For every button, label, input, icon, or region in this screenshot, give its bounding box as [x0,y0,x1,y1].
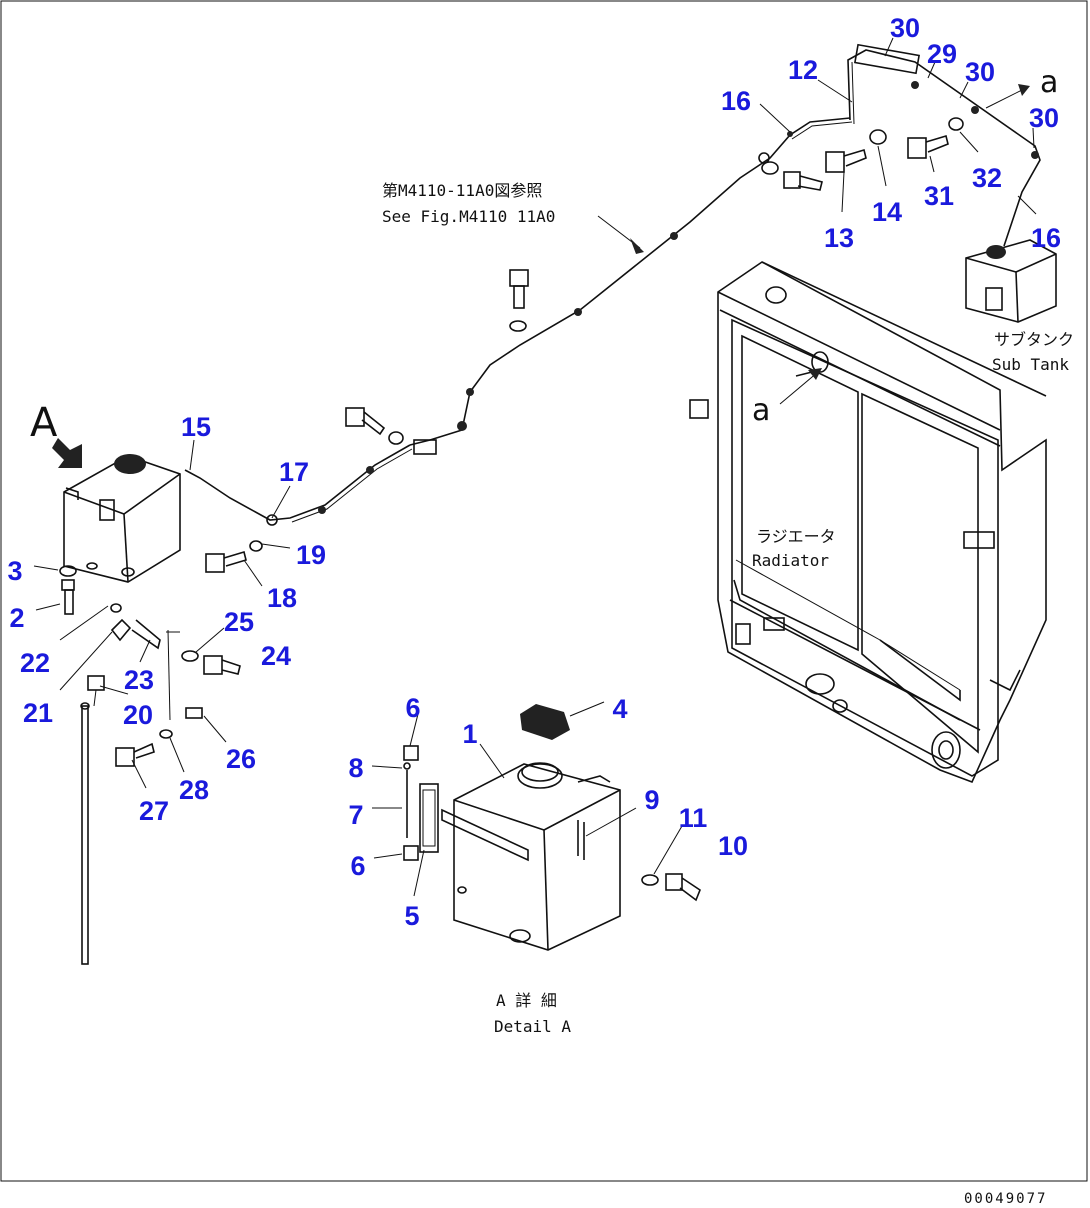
callout-c4: 4 [612,694,627,724]
callout-c14: 14 [872,197,902,227]
callout-group: 3029303012161413313216151719183222232524… [7,13,1061,931]
callout-c25: 25 [224,607,254,637]
ref-note-jp: 第M4110-11A0図参照 [382,181,542,200]
ref-note-en: See Fig.M4110 11A0 [382,207,555,226]
callout-c29: 29 [927,39,957,69]
callout-c9: 9 [644,785,659,815]
callout-c21: 21 [23,698,53,728]
callout-c16b: 16 [1031,223,1061,253]
detail-label-jp: A 詳 細 [496,991,557,1010]
callout-c2: 2 [9,603,24,633]
callout-c17: 17 [279,457,309,487]
callout-c6b: 6 [350,851,365,881]
callout-c30a: 30 [890,13,920,43]
view-a-arrow [52,438,82,468]
callout-c30c: 30 [1029,103,1059,133]
callout-c19: 19 [296,540,326,570]
mark-a-radiator: a [752,393,770,428]
callout-c27: 27 [139,796,169,826]
callout-c16a: 16 [721,86,751,116]
radiator-cap [520,704,570,740]
callout-c32: 32 [972,163,1002,193]
callout-c1: 1 [462,719,477,749]
callout-c23: 23 [124,665,154,695]
callout-c8: 8 [348,753,363,783]
callout-c6a: 6 [405,693,420,723]
callout-c5: 5 [404,901,419,931]
detail-label-en: Detail A [494,1017,571,1036]
callout-c13: 13 [824,223,854,253]
left-fittings [59,540,263,965]
callout-c31: 31 [924,181,954,211]
view-a-label: A [30,400,58,446]
callout-c28: 28 [179,775,209,805]
callout-c22: 22 [20,648,50,678]
reserve-tank-view [63,454,181,583]
leader-lines [33,37,1037,897]
sub-tank [965,239,1057,323]
callout-c20: 20 [123,700,153,730]
callout-c18: 18 [267,583,297,613]
callout-c24: 24 [261,641,291,671]
subtank-label-en: Sub Tank [992,355,1069,374]
callout-c15: 15 [181,412,211,442]
callout-c10: 10 [718,831,748,861]
radiator-label-jp: ラジエータ [756,527,836,546]
subtank-label-jp: サブタンク [994,330,1074,349]
reserve-tank-detail [403,745,701,951]
callout-c12: 12 [788,55,818,85]
radiator-label-en: Radiator [752,551,829,570]
callout-c7: 7 [348,800,363,830]
radiator [689,261,1047,784]
callout-c30b: 30 [965,57,995,87]
mark-a-subtank: a [1040,65,1058,100]
overflow-hose [184,43,1041,526]
drawing-number: 00049077 [964,1191,1047,1207]
bolts-top [345,117,964,445]
callout-c3: 3 [7,556,22,586]
callout-c11: 11 [679,803,708,833]
callout-c26: 26 [226,744,256,774]
diagram-frame [0,0,1088,1182]
